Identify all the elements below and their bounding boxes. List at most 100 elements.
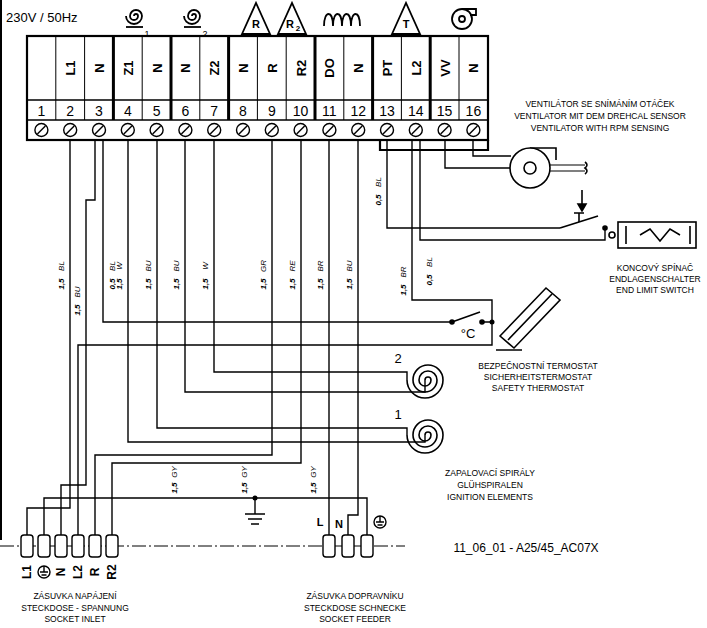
terminal-block — [27, 36, 488, 150]
terminal-number: 5 — [153, 104, 161, 118]
terminal-name: N — [179, 63, 192, 72]
pin-label: N — [55, 568, 67, 577]
wire-section: 1,5 — [58, 277, 66, 290]
terminal-number: 6 — [181, 104, 189, 118]
wire-color: BR — [317, 259, 325, 272]
wire-color: BL — [426, 256, 434, 268]
end-limit-switch — [560, 213, 696, 248]
pin-label: R — [89, 568, 101, 577]
terminal-name: N — [467, 63, 480, 72]
terminal-number: 8 — [239, 104, 247, 118]
terminal-name: DO — [323, 58, 336, 78]
fan-symbol — [510, 148, 587, 211]
component-caption: KONCOVÝ SPÍNAČ — [617, 264, 694, 273]
wire-color: BR — [400, 265, 408, 278]
wire-section: 1,5 — [116, 277, 124, 290]
wire-section: 1,5 — [241, 481, 249, 494]
wire-color: RE — [289, 259, 297, 272]
symbol-letter: T — [403, 19, 410, 30]
wire-color: BU — [346, 259, 354, 272]
terminal-name: L1 — [64, 60, 77, 75]
terminal-number: 15 — [437, 104, 453, 118]
component-caption: ZÁSUVKA DOPRAVNÍKU — [306, 592, 403, 601]
wire-section: 1,5 — [317, 277, 325, 290]
subscript: 2 — [202, 30, 207, 39]
element-number: 1 — [394, 408, 401, 421]
subscript: 1 — [144, 30, 149, 39]
component-caption: ZÁSUVKA NAPÁJENÍ — [33, 592, 116, 601]
terminal-number: 14 — [408, 104, 424, 118]
component-caption: GLÜHSPIRALEN — [457, 481, 523, 490]
wire-section: 1,5 — [289, 277, 297, 290]
unit-label: °C — [461, 327, 476, 340]
component-caption: SAFETY THERMOSTAT — [492, 384, 584, 393]
component-caption: BEZPEČNOSTNÍ TERMOSTAT — [478, 362, 597, 371]
terminal-number: 12 — [350, 104, 366, 118]
pin-label: R2 — [106, 564, 118, 579]
symbol-letter: R — [252, 19, 260, 30]
wire-color: BU — [74, 285, 82, 298]
symbol-letter: R — [286, 19, 294, 30]
wire-section: 1,5 — [173, 277, 181, 290]
terminal-number: 7 — [210, 104, 218, 118]
wire-color: BU — [145, 259, 153, 272]
wire-color: GY — [241, 465, 249, 479]
terminal-number: 10 — [293, 104, 309, 118]
terminal-number: 1 — [37, 104, 45, 118]
terminal-screws — [35, 124, 480, 137]
wire-section: 1,5 — [310, 481, 318, 494]
element-number: 2 — [394, 352, 401, 365]
ignition-spirals — [407, 365, 443, 453]
component-caption: SOCKET FEEDER — [319, 615, 391, 624]
terminal-name: Z1 — [121, 60, 134, 75]
wires — [27, 140, 605, 535]
terminal-name: L2 — [409, 60, 422, 75]
wire-section: 1,5 — [400, 283, 408, 296]
terminal-name: VV — [438, 59, 451, 76]
terminal-name: R2 — [294, 60, 307, 77]
wire-color: W — [202, 261, 210, 271]
pin-label: L2 — [72, 565, 84, 579]
wire-color: GY — [171, 465, 179, 479]
drawing-number: 11_06_01 - A25/45_AC07X — [453, 542, 598, 554]
wire-section: 0,5 — [375, 193, 383, 206]
safety-thermostat — [450, 288, 560, 350]
component-caption: ENDLAGENSCHALTER — [609, 275, 700, 284]
terminal-number: 16 — [466, 104, 482, 118]
component-caption: SOCKET INLET — [44, 615, 105, 624]
wire-color: BU — [173, 259, 181, 272]
terminal-name: N — [352, 63, 365, 72]
terminal-name: R — [265, 63, 278, 72]
terminal-number: 9 — [268, 104, 276, 118]
component-caption: END LIMIT SWITCH — [616, 286, 694, 295]
connectors — [0, 516, 405, 578]
pin-label: L — [317, 517, 324, 528]
pin-label: N — [335, 519, 343, 530]
header-icons — [126, 3, 476, 34]
wire-section: 0,5 — [426, 273, 434, 286]
component-caption: VENTILÁTOR SE SNÍMÁNÍM OTÁČEK — [525, 100, 674, 109]
component-caption: VENTILATOR MIT DEM DREHCAL SENSOR — [514, 112, 686, 121]
terminal-number: 2 — [66, 104, 74, 118]
wire-color: W — [116, 261, 124, 271]
pin-label: L1 — [21, 565, 33, 579]
wire-section: 1,5 — [145, 277, 153, 290]
component-caption: STECKDOSE - SPANNUNG — [21, 604, 129, 613]
supply-label: 230V / 50Hz — [6, 11, 78, 24]
subscript: 2 — [296, 25, 300, 33]
terminal-name: N — [237, 63, 250, 72]
wire-color: GR — [260, 259, 268, 273]
terminal-name: N — [93, 63, 106, 72]
component-caption: IGNITION ELEMENTS — [447, 493, 533, 502]
terminal-number: 3 — [95, 104, 103, 118]
component-caption: VENTILATOR WITH RPM SENSING — [531, 124, 670, 133]
terminal-number: 11 — [322, 104, 337, 118]
terminal-number: 13 — [379, 104, 395, 118]
wire-section: 1,5 — [346, 277, 354, 290]
terminal-name: Z2 — [208, 60, 221, 75]
wire-section: 1,5 — [74, 303, 82, 316]
terminal-number: 4 — [124, 104, 132, 118]
wire-color: BL — [375, 176, 383, 188]
